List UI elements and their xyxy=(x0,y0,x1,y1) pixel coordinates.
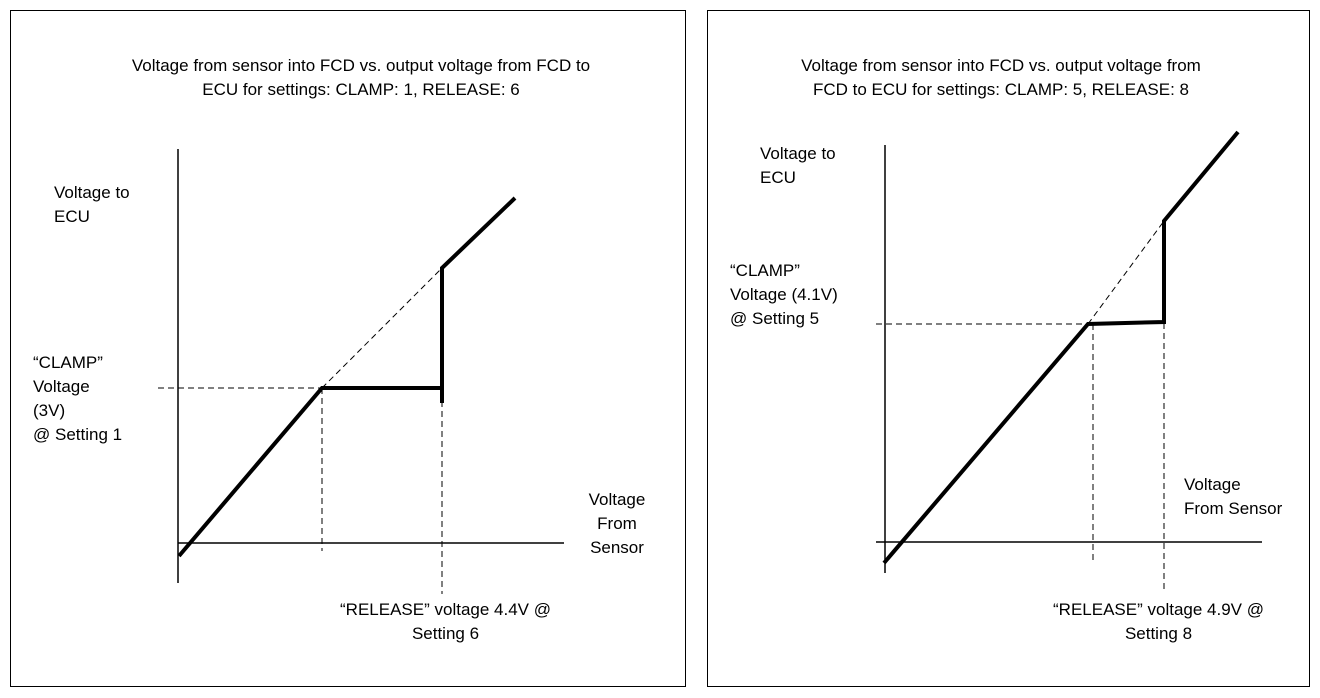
release-voltage-label: “RELEASE” voltage 4.9V @ Setting 8 xyxy=(1053,600,1264,643)
diagram-panel-clamp5-release8: Voltage from sensor into FCD vs. output … xyxy=(707,10,1310,687)
y-axis-label: Voltage to ECU xyxy=(760,144,836,187)
clamp-voltage-label: “CLAMP” Voltage (4.1V) @ Setting 5 xyxy=(730,261,838,328)
voltage-transfer-plot xyxy=(876,130,1262,591)
diagram-title: Voltage from sensor into FCD vs. output … xyxy=(801,56,1201,99)
clamp-voltage-label: “CLAMP” Voltage (3V) @ Setting 1 xyxy=(33,353,123,444)
release-voltage-label: “RELEASE” voltage 4.4V @ Setting 6 xyxy=(340,600,551,643)
diagram-title: Voltage from sensor into FCD vs. output … xyxy=(131,56,591,99)
diagram-panel-clamp1-release6: Voltage from sensor into FCD vs. output … xyxy=(10,10,686,687)
y-axis-label: Voltage to ECU xyxy=(54,183,130,226)
x-axis-label: Voltage From Sensor xyxy=(1184,475,1283,518)
output-voltage-curve xyxy=(177,196,517,558)
unclamped-reference-line xyxy=(321,267,443,389)
voltage-transfer-plot xyxy=(158,149,564,594)
unclamped-reference-line xyxy=(1087,220,1165,325)
output-voltage-curve xyxy=(882,130,1240,565)
x-axis-label: Voltage From Sensor xyxy=(588,490,646,557)
